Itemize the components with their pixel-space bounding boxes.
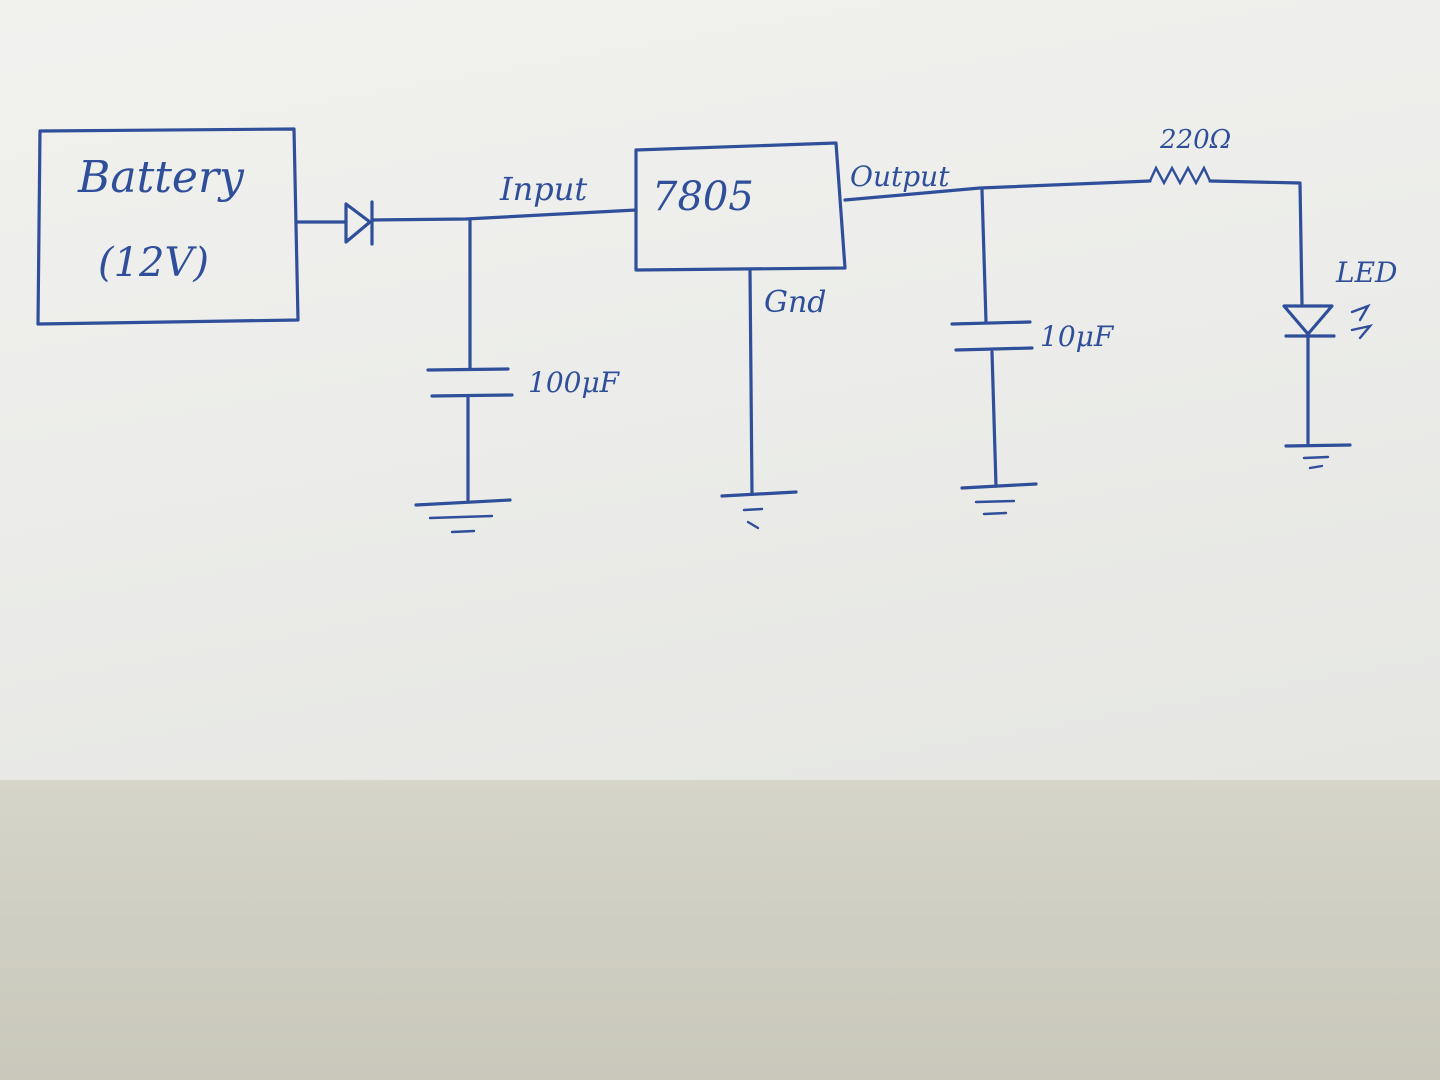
input-label: Input [499,170,587,208]
ground-label: Gnd [764,285,827,320]
diode-symbol [344,200,374,246]
output-capacitor-value: 10μF [1040,320,1115,353]
paper-sheet [0,0,1440,825]
led-label: LED [1335,256,1397,289]
ground-symbol-output [960,482,1038,516]
ground-symbol-led [1284,443,1352,470]
battery-voltage-label: (12V) [98,240,209,286]
resistor-value: 220Ω [1159,125,1231,155]
resistor-symbol: 220Ω [1148,125,1231,186]
wire-output [843,179,1152,202]
table-surface [0,780,1440,1080]
ground-symbol-regulator [720,490,798,530]
wire-resistor-led [1208,179,1304,306]
ground-symbol-input [414,498,512,534]
input-capacitor: 100μF [426,218,621,502]
battery-block: Battery (12V) [36,127,300,326]
wire-regulator-ground [748,268,754,496]
led-symbol: LED [1282,256,1397,340]
regulator-7805: 7805 [634,141,847,272]
output-capacitor: 10μF [950,188,1115,488]
wire-input [370,208,638,222]
output-label: Output [850,160,950,193]
input-capacitor-value: 100μF [528,366,621,399]
battery-label: Battery [77,152,245,203]
regulator-part-label: 7805 [652,174,754,220]
